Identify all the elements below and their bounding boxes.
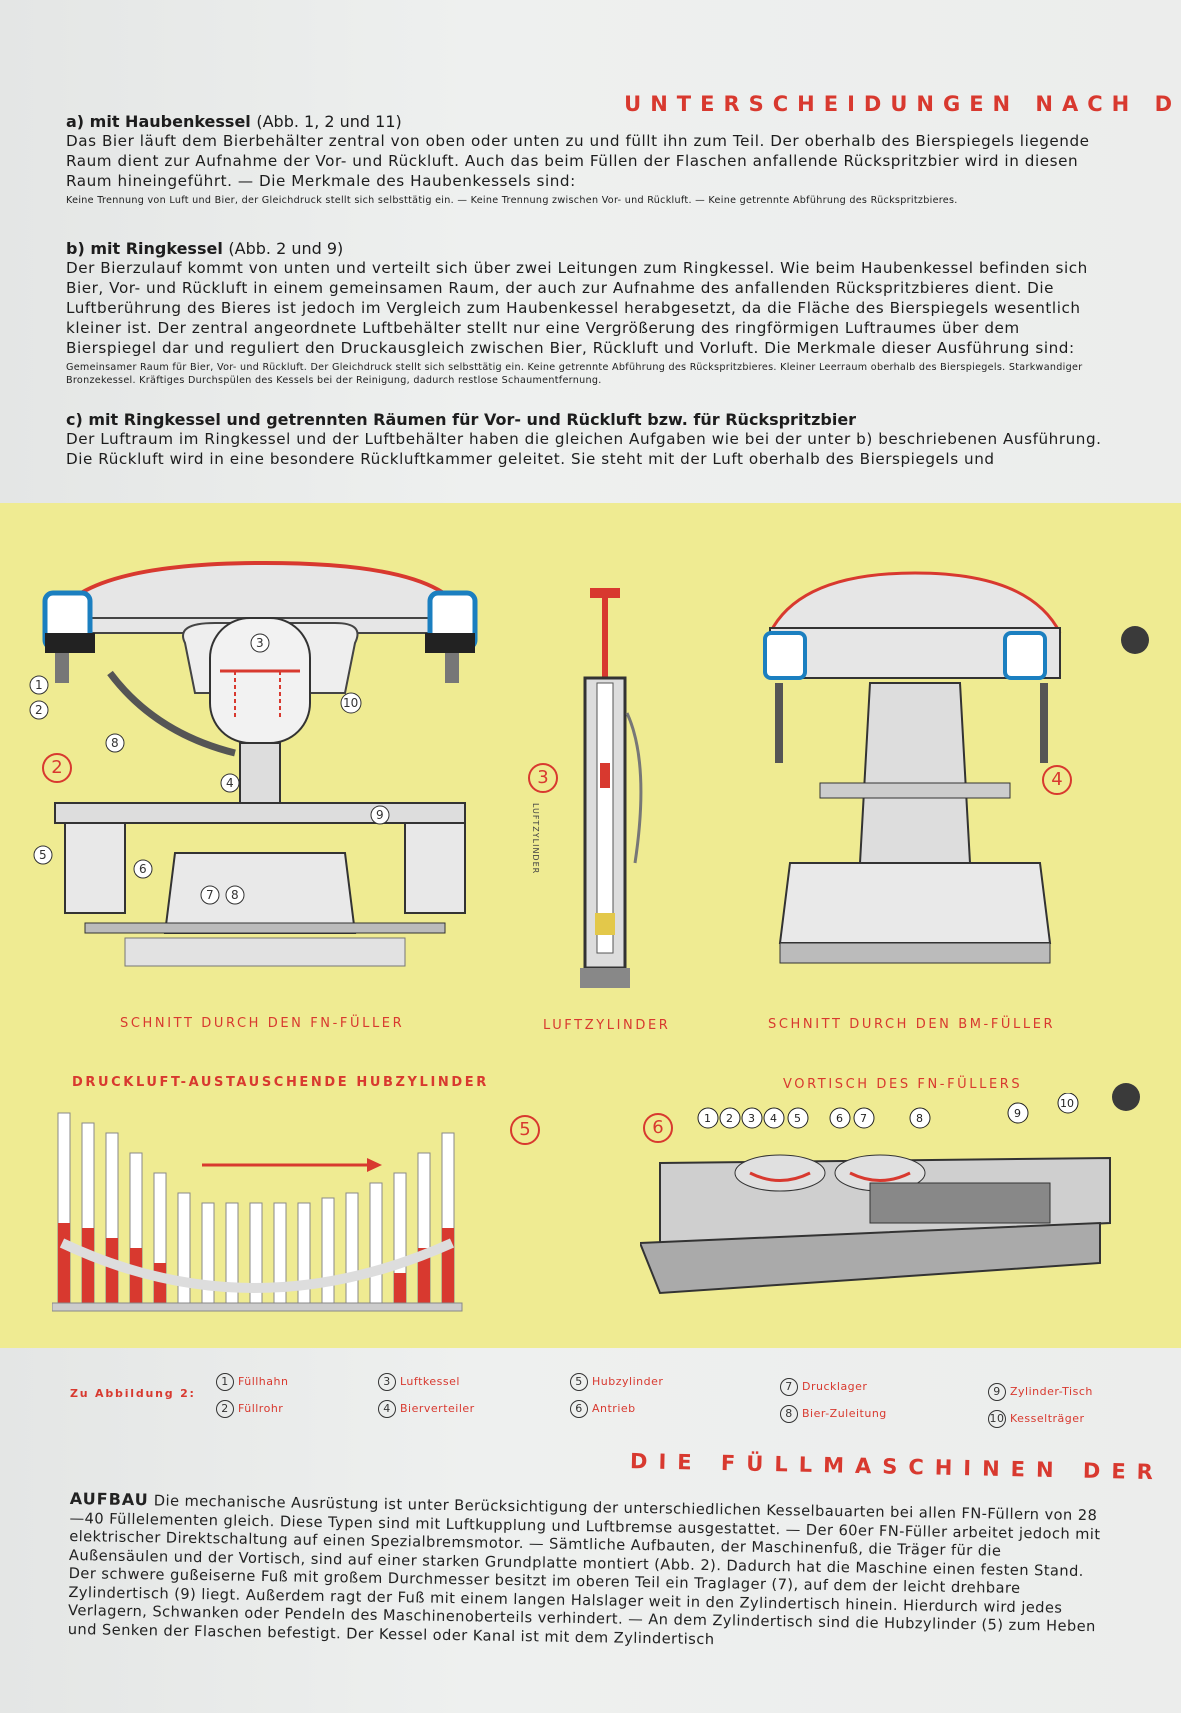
svg-text:9: 9 [1014, 1107, 1021, 1120]
section-a: a) mit Haubenkessel (Abb. 1, 2 und 11) D… [66, 112, 1114, 207]
section-b-ref: (Abb. 2 und 9) [228, 239, 344, 258]
binder-hole-bottom [1112, 1083, 1140, 1111]
section-a-heading: a) mit Haubenkessel [66, 112, 251, 131]
section-a-body: Das Bier läuft dem Bierbehälter zentral … [66, 132, 1090, 190]
figure-6-caption: VORTISCH DES FN-FÜLLERS [783, 1077, 1023, 1092]
lift-cylinders [57, 1112, 455, 1304]
svg-text:8: 8 [231, 888, 239, 902]
svg-text:5: 5 [39, 848, 47, 862]
section-c-heading: c) mit Ringkessel und getrennten Räumen … [66, 410, 857, 429]
figure-2-number: 2 [42, 753, 72, 783]
section-a-ref: (Abb. 1, 2 und 11) [256, 112, 402, 131]
svg-text:3: 3 [256, 636, 264, 650]
binder-hole-top [1121, 626, 1149, 654]
svg-text:10: 10 [1060, 1097, 1074, 1110]
legend-title: Zu Abbildung 2: [70, 1387, 196, 1400]
svg-text:10: 10 [343, 696, 358, 710]
svg-text:8: 8 [916, 1112, 923, 1125]
figure-5-caption: DRUCKLUFT-AUSTAUSCHENDE HUBZYLINDER [72, 1075, 489, 1090]
section-b: b) mit Ringkessel (Abb. 2 und 9) Der Bie… [66, 239, 1114, 387]
svg-text:9: 9 [376, 808, 384, 822]
footer-title: DIE FÜLLMASCHINEN DER TYPE [629, 1449, 1181, 1487]
svg-text:3: 3 [748, 1112, 755, 1125]
lift-cylinders-diagram [52, 1112, 463, 1312]
figure-5-number: 5 [510, 1115, 540, 1145]
section-c: c) mit Ringkessel und getrennten Räumen … [66, 410, 1114, 469]
svg-text:1: 1 [704, 1112, 711, 1125]
section-b-body: Der Bierzulauf kommt von unten und verte… [66, 259, 1088, 357]
air-cylinder-vertical-label: LUFTZYLINDER [531, 803, 540, 875]
section-a-features: Keine Trennung von Luft und Bier, der Gl… [66, 195, 958, 206]
section-b-heading: b) mit Ringkessel [66, 239, 223, 258]
svg-text:2: 2 [726, 1112, 733, 1125]
svg-text:7: 7 [206, 888, 214, 902]
front-table-drawing: 1 2 3 4 5 6 7 8 9 10 [640, 1093, 1111, 1295]
figure-2-caption: SCHNITT DURCH DEN FN-FÜLLER [120, 1016, 405, 1031]
fig6-callouts: 1 2 3 4 5 6 7 8 9 10 [697, 1093, 1079, 1129]
fn-filler-cross-section: 1 2 3 4 5 6 7 8 8 9 10 [29, 560, 478, 967]
svg-text:4: 4 [770, 1112, 777, 1125]
figure-panel: 1 2 3 4 5 6 7 8 8 9 10 2 SCHNITT DURCH D… [0, 503, 1181, 1348]
footer-lead: AUFBAU [69, 1489, 149, 1510]
figure-4-caption: SCHNITT DURCH DEN BM-FÜLLER [768, 1017, 1056, 1032]
svg-text:7: 7 [860, 1112, 867, 1125]
svg-text:6: 6 [139, 862, 147, 876]
figure-6-number: 6 [643, 1113, 673, 1143]
figure-3-caption: LUFTZYLINDER [543, 1018, 671, 1033]
section-b-features: Gemeinsamer Raum für Bier, Vor- und Rück… [66, 362, 1083, 386]
svg-text:2: 2 [35, 703, 43, 717]
footer-body: AUFBAU Die mechanische Ausrüstung ist un… [67, 1489, 1105, 1655]
svg-text:4: 4 [226, 776, 234, 790]
section-header: UNTERSCHEIDUNGEN NACH D [624, 92, 1181, 116]
svg-text:5: 5 [794, 1112, 801, 1125]
svg-text:6: 6 [836, 1112, 843, 1125]
section-c-body: Der Luftraum im Ringkessel und der Luftb… [66, 430, 1102, 468]
svg-text:1: 1 [35, 678, 43, 692]
bm-filler-cross-section [763, 571, 1062, 964]
fig2-callouts: 1 2 3 4 5 6 7 8 8 9 10 [29, 633, 390, 905]
footer-text: Die mechanische Ausrüstung ist unter Ber… [67, 1492, 1101, 1648]
air-cylinder-drawing [580, 588, 643, 988]
svg-text:8: 8 [111, 736, 119, 750]
figure-4-number: 4 [1042, 765, 1072, 795]
figure-3-number: 3 [528, 763, 558, 793]
